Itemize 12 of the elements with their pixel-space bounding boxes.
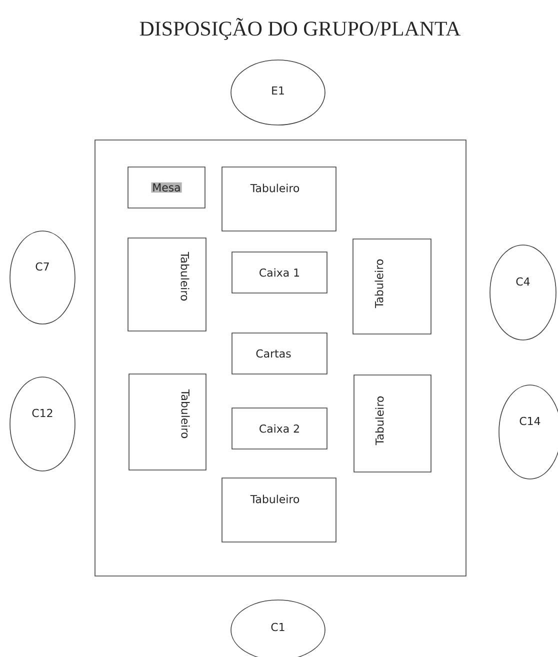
board-box: Tabuleiro <box>222 166 336 232</box>
board-box: Tabuleiro <box>352 238 432 334</box>
table-box: Mesa <box>128 166 206 208</box>
title: DISPOSIÇÃO DO GRUPO/PLANTA <box>140 18 461 40</box>
board-box: Cartas <box>232 332 328 374</box>
board-box: Tabuleiro <box>128 374 206 470</box>
board-box: Tabuleiro <box>128 238 206 332</box>
floor-plan-border <box>94 140 466 576</box>
board-box: Tabuleiro <box>222 478 336 542</box>
board-box: Caixa 1 <box>232 252 328 294</box>
board-box: Caixa 2 <box>232 408 328 450</box>
board-box: Tabuleiro <box>354 374 432 472</box>
